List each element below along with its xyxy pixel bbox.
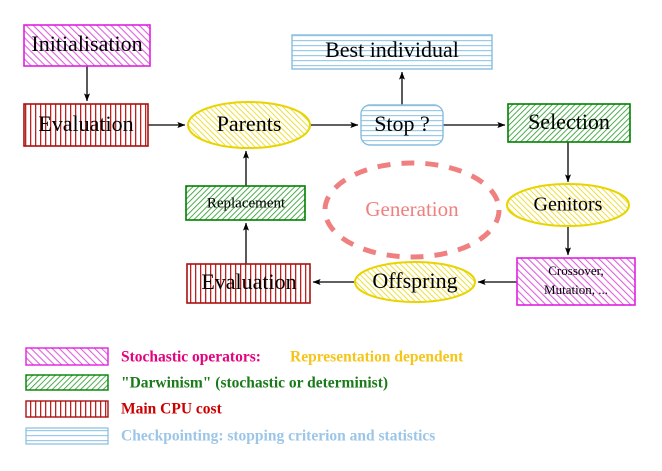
selection-label: Selection: [528, 109, 610, 134]
parents-ellipse[interactable]: [187, 101, 311, 149]
evaluation-top-label: Evaluation: [38, 111, 133, 136]
initialisation-box[interactable]: [23, 24, 151, 67]
legend-label-stochastic-operators: Stochastic operators:: [121, 349, 261, 366]
selection-box[interactable]: [507, 103, 631, 143]
replacement-box[interactable]: [185, 185, 306, 221]
evaluation-top-box[interactable]: [23, 103, 149, 147]
stop-label: Stop ?: [374, 111, 430, 136]
node-initialisation[interactable]: Initialisation: [23, 24, 151, 67]
evaluation-bottom-label: Evaluation: [201, 269, 296, 294]
stop-box[interactable]: [360, 104, 444, 146]
edge-layer: [84, 66, 572, 286]
node-parents[interactable]: Parents: [187, 101, 311, 149]
legend-swatch-stochastic: [25, 347, 109, 366]
legend-item-cpu: Main CPU cost: [25, 400, 223, 418]
node-crossover-mutation[interactable]: Crossover, Mutation, ...: [516, 257, 636, 306]
offspring-label: Offspring: [372, 268, 457, 293]
node-best-individual[interactable]: Best individual: [291, 34, 493, 70]
node-evaluation-top[interactable]: Evaluation: [23, 103, 149, 147]
node-stop[interactable]: Stop ?: [360, 104, 444, 146]
node-genitors[interactable]: Genitors: [506, 183, 630, 227]
initialisation-label: Initialisation: [31, 31, 142, 56]
evaluation-bottom-box[interactable]: [186, 263, 311, 304]
legend-swatch-checkpointing: [25, 427, 109, 445]
genitors-label: Genitors: [534, 194, 603, 216]
legend-label-main-cpu-cost: Main CPU cost: [121, 401, 223, 418]
genitors-ellipse[interactable]: [506, 183, 630, 227]
parents-label: Parents: [217, 111, 282, 136]
legend-item-darwinism: "Darwinism" (stochastic or determinist): [25, 374, 388, 392]
crossover-label-line2: Mutation, ...: [544, 282, 608, 297]
node-selection[interactable]: Selection: [507, 103, 631, 143]
legend-swatch-darwinism: [25, 374, 109, 391]
offspring-ellipse[interactable]: [354, 261, 476, 303]
node-evaluation-bottom[interactable]: Evaluation: [186, 263, 311, 304]
best-individual-box[interactable]: [291, 34, 493, 70]
legend: Stochastic operators: Representation dep…: [25, 347, 464, 445]
best-individual-label: Best individual: [325, 37, 459, 62]
legend-swatch-cpu: [25, 400, 109, 418]
replacement-label: Replacement: [207, 195, 286, 211]
crossover-label-line1: Crossover,: [548, 263, 603, 278]
crossover-mutation-box[interactable]: [516, 257, 636, 306]
generation-dashed-ellipse: [322, 160, 502, 260]
generation-label: Generation: [365, 197, 459, 221]
node-generation: Generation: [322, 160, 502, 260]
legend-label-darwinism: "Darwinism" (stochastic or determinist): [121, 375, 388, 392]
legend-item-stochastic: Stochastic operators: Representation dep…: [25, 347, 464, 366]
legend-item-checkpointing: Checkpointing: stopping criterion and st…: [25, 427, 435, 445]
node-offspring[interactable]: Offspring: [354, 261, 476, 303]
node-replacement[interactable]: Replacement: [185, 185, 306, 221]
legend-label-checkpointing: Checkpointing: stopping criterion and st…: [121, 428, 435, 445]
legend-label-representation-dependent: Representation dependent: [290, 349, 464, 366]
